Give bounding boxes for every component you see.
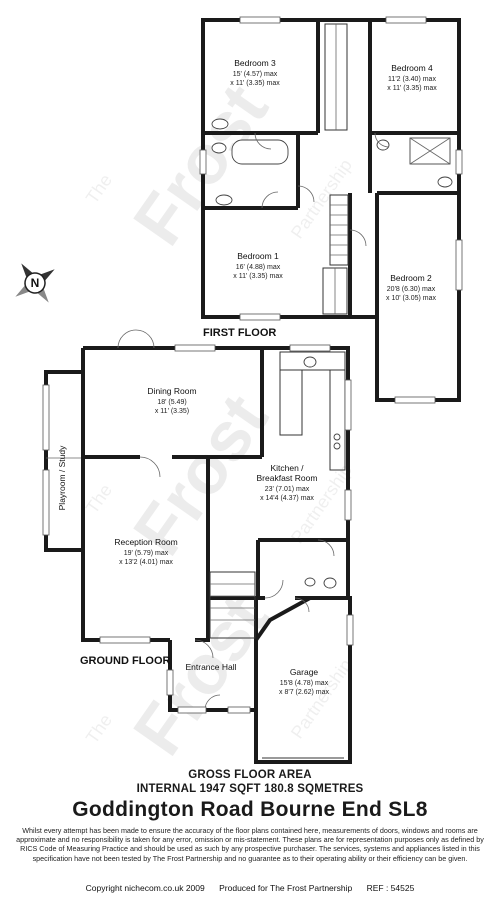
first-floor-plan: Bedroom 3 15' (4.57) max x 11' (3.35) ma… xyxy=(199,16,463,404)
room-bedroom-3: Bedroom 3 15' (4.57) max x 11' (3.35) ma… xyxy=(230,58,280,87)
room-bedroom-1: Bedroom 1 16' (4.88) max x 11' (3.35) ma… xyxy=(233,251,283,280)
room-dimension: 20'8 (6.30) max xyxy=(387,286,436,293)
room-name: Playroom / Study xyxy=(57,445,67,510)
reference-number: REF : 54525 xyxy=(366,883,415,893)
watermark-word: Frost xyxy=(118,581,282,765)
toilet-icon xyxy=(323,577,337,589)
room-dimension: x 10' (3.05) max xyxy=(386,295,436,302)
room-name: Dining Room xyxy=(147,386,196,396)
ground-floor-plan: Dining Room 18' (5.49) x 11' (3.35) Kitc… xyxy=(42,329,354,764)
gross-floor-area: GROSS FLOOR AREA INTERNAL 1947 SQFT 180.… xyxy=(0,768,500,796)
room-dimension: x 14'4 (4.37) max xyxy=(260,495,314,502)
area-value: INTERNAL 1947 SQFT 180.8 SQMETRES xyxy=(136,783,364,795)
room-reception-room: Reception Room 19' (5.79) max x 13'2 (4.… xyxy=(114,537,177,566)
room-name: Bedroom 4 xyxy=(391,63,433,73)
toilet-icon xyxy=(437,176,453,188)
room-name: Bedroom 1 xyxy=(237,251,279,261)
room-dimension: x 8'7 (2.62) max xyxy=(279,689,329,696)
stair-treads xyxy=(210,583,255,621)
area-heading: GROSS FLOOR AREA xyxy=(188,769,312,781)
room-dimension: x 11' (3.35) max xyxy=(230,80,280,87)
basin-icon xyxy=(215,194,233,206)
room-dimension: 11'2 (3.40) max xyxy=(388,76,436,83)
basin-icon xyxy=(376,139,390,151)
room-dimension: 18' (5.49) xyxy=(157,399,186,406)
room-name: Bedroom 2 xyxy=(390,273,432,283)
basin-icon xyxy=(304,577,316,587)
watermark-word: The xyxy=(82,480,116,517)
room-name: Garage xyxy=(290,667,319,677)
room-dimension: x 13'2 (4.01) max xyxy=(119,559,173,566)
room-dimension: x 11' (3.35) xyxy=(155,408,189,415)
room-garage: Garage 15'8 (4.78) max x 8'7 (2.62) max xyxy=(279,667,329,696)
room-dimension: 15' (4.57) max xyxy=(233,71,278,78)
toilet-icon xyxy=(211,142,227,154)
copyright-text: Copyright nichecom.co.uk 2009 xyxy=(85,883,205,893)
room-dimension: x 11' (3.35) max xyxy=(387,85,437,92)
hob-icon xyxy=(333,433,341,450)
sink-icon xyxy=(303,356,317,368)
footer: Copyright nichecom.co.uk 2009 Produced f… xyxy=(0,883,500,893)
room-name: Bedroom 3 xyxy=(234,58,276,68)
compass-icon: N xyxy=(15,263,55,303)
room-dimension: 15'8 (4.78) max xyxy=(280,680,329,687)
room-name: Breakfast Room xyxy=(257,473,318,483)
bath-icon xyxy=(231,139,289,165)
room-dimension: 16' (4.88) max xyxy=(236,264,281,271)
watermark-word: The xyxy=(82,710,116,747)
stair-treads xyxy=(330,204,348,256)
room-bedroom-2: Bedroom 2 20'8 (6.30) max x 10' (3.05) m… xyxy=(386,273,436,302)
floor-plan: Frost The Partnership Frost The Partners… xyxy=(15,16,463,765)
first-floor-label: FIRST FLOOR xyxy=(203,327,276,339)
room-dining-room: Dining Room 18' (5.49) x 11' (3.35) xyxy=(147,386,196,415)
room-dimension: x 11' (3.35) max xyxy=(233,273,283,280)
ground-floor-label: GROUND FLOOR xyxy=(80,655,170,667)
room-kitchen-breakfast-room: Kitchen / Breakfast Room 23' (7.01) max … xyxy=(257,463,318,502)
watermark-word: The xyxy=(82,170,116,207)
room-dimension: 19' (5.79) max xyxy=(124,550,169,557)
room-entrance-hall: Entrance Hall xyxy=(185,662,236,672)
room-name: Entrance Hall xyxy=(185,662,236,672)
room-playroom-study: Playroom / Study xyxy=(57,445,67,510)
disclaimer-text: Whilst every attempt has been made to en… xyxy=(16,826,484,863)
room-name: Kitchen / xyxy=(270,463,304,473)
room-dimension: 23' (7.01) max xyxy=(265,486,310,493)
room-name: Reception Room xyxy=(114,537,177,547)
room-bedroom-4: Bedroom 4 11'2 (3.40) max x 11' (3.35) m… xyxy=(387,63,437,92)
produced-for-text: Produced for The Frost Partnership xyxy=(219,883,353,893)
property-address: Goddington Road Bourne End SL8 xyxy=(72,798,428,821)
basin-icon xyxy=(211,118,229,130)
compass-label: N xyxy=(31,276,40,290)
